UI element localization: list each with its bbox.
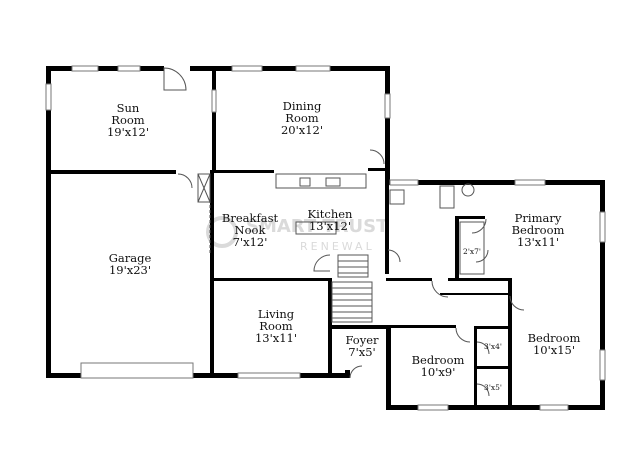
closet-dims-3: 3'x5': [484, 383, 502, 392]
room-dims: 10'x15': [533, 343, 575, 357]
interior-walls: [46, 66, 512, 408]
room-label-breakfast-nook: Breakfast Nook 7'x12': [222, 211, 279, 249]
room-label-bedroom-3: Bedroom 10'x15': [528, 331, 581, 357]
room-name: Bedroom: [528, 331, 581, 345]
watermark-line2: RENEWAL: [300, 240, 375, 253]
room-dims: 13'x12': [309, 219, 351, 233]
watermark-line1: SMART TRUST: [246, 216, 389, 237]
room-dims: 7'x5': [348, 345, 375, 359]
watermark: SMART TRUST RENEWAL: [206, 216, 389, 253]
room-label-foyer: Foyer 7'x5': [345, 333, 379, 359]
closet-dims-2: 3'x4': [484, 342, 502, 351]
room-name-line1: Living: [258, 307, 295, 321]
room-label-primary-bedroom: Primary Bedroom 13'x11': [512, 211, 565, 249]
room-name-line2: Room: [111, 113, 145, 127]
watermark-logo-icon: [206, 216, 238, 248]
room-label-bedroom-2: Bedroom 10'x9': [412, 353, 465, 379]
room-label-garage: Garage 19'x23': [109, 251, 152, 277]
room-label-dining-room: Dining Room 20'x12': [281, 99, 323, 137]
room-dims: 19'x23': [109, 263, 151, 277]
room-dims: 10'x9': [421, 365, 456, 379]
room-dims: 19'x12': [107, 125, 149, 139]
room-name: Bedroom: [412, 353, 465, 367]
room-label-sun-room: Sun Room 19'x12': [107, 101, 149, 139]
room-label-kitchen: Kitchen 13'x12': [308, 207, 354, 233]
room-label-living-room: Living Room 13'x11': [255, 307, 297, 345]
room-name: Kitchen: [308, 207, 354, 221]
room-dims: 7'x12': [233, 235, 268, 249]
room-name: Garage: [109, 251, 152, 265]
room-name-line1: Sun: [117, 101, 140, 115]
room-dims: 13'x11': [255, 331, 297, 345]
room-name-line1: Breakfast: [222, 211, 279, 225]
closet-dims-1: 2'x7': [463, 247, 481, 256]
room-name-line2: Room: [259, 319, 293, 333]
room-name-line1: Dining: [283, 99, 322, 113]
room-name-line2: Room: [285, 111, 319, 125]
exterior-walls: [46, 66, 605, 410]
room-name: Foyer: [345, 333, 379, 347]
room-dims: 13'x11': [517, 235, 559, 249]
doors: [163, 67, 525, 397]
windows: [45, 65, 606, 411]
room-name-line2: Nook: [235, 223, 267, 237]
fixtures: [197, 173, 485, 323]
room-dims: 20'x12': [281, 123, 323, 137]
room-name-line2: Bedroom: [512, 223, 565, 237]
room-name-line1: Primary: [515, 211, 562, 225]
